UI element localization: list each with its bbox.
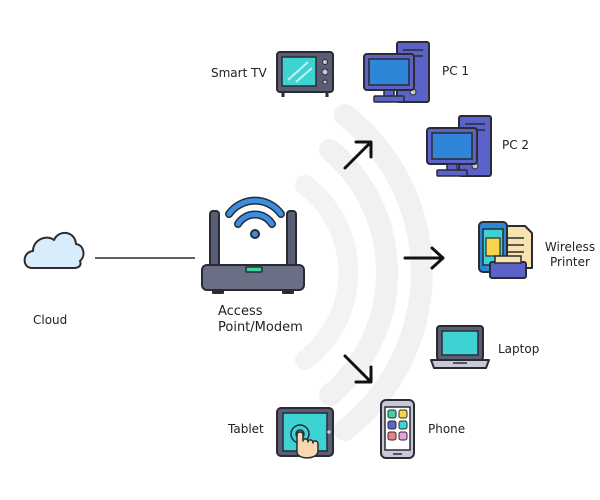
access-point-label-line2: Point/Modem bbox=[218, 320, 303, 335]
laptop-label: Laptop bbox=[498, 342, 540, 356]
printer-label-line1: Wireless bbox=[544, 240, 596, 254]
smart-tv-label: Smart TV bbox=[211, 66, 267, 80]
tablet-label: Tablet bbox=[228, 422, 264, 436]
pc2-label: PC 2 bbox=[502, 138, 530, 152]
pc1-label: PC 1 bbox=[442, 64, 470, 78]
access-point-label-line1: Access bbox=[218, 304, 263, 319]
phone-label: Phone bbox=[428, 422, 466, 436]
cloud-label: Cloud bbox=[33, 313, 68, 327]
printer-label-line2: Printer bbox=[550, 255, 590, 269]
